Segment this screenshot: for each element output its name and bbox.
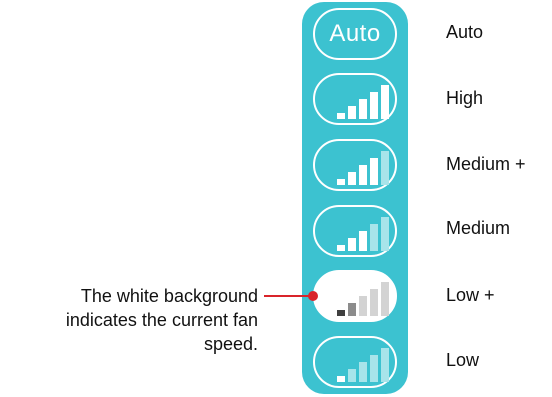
signal-bar (370, 158, 378, 185)
signal-bars-icon (337, 217, 389, 251)
signal-bars-icon (337, 85, 389, 119)
signal-bars-icon (337, 151, 389, 185)
signal-bar (337, 376, 345, 382)
fan-speed-low-button[interactable] (313, 336, 397, 388)
label-high: High (446, 88, 484, 108)
signal-bar (370, 224, 378, 251)
signal-bar (381, 85, 389, 119)
signal-bar (359, 296, 367, 316)
signal-bar (359, 99, 367, 119)
signal-bar (348, 238, 356, 251)
signal-bar (381, 282, 389, 316)
signal-bar (370, 289, 378, 316)
signal-bar (337, 245, 345, 251)
fan-speed-high-button[interactable] (313, 73, 397, 125)
signal-bar (370, 355, 378, 382)
signal-bars-icon (337, 282, 389, 316)
auto-button-text: Auto (329, 20, 381, 47)
signal-bar (337, 179, 345, 185)
signal-bar (348, 369, 356, 382)
annotation-line-2: indicates the current fan (65, 310, 258, 330)
signal-bar (359, 362, 367, 382)
signal-bar (359, 165, 367, 185)
label-low-plus: Low + (446, 285, 495, 305)
fan-speed-medium-button[interactable] (313, 205, 397, 257)
fan-speed-auto-button[interactable]: Auto (313, 8, 397, 60)
signal-bar (337, 310, 345, 316)
signal-bar (348, 106, 356, 119)
label-auto: Auto (446, 22, 484, 42)
signal-bar (348, 303, 356, 316)
signal-bar (381, 151, 389, 185)
annotation-line-3: speed. (203, 334, 258, 354)
annotation-line-1: The white background (80, 286, 258, 306)
signal-bar (370, 92, 378, 119)
signal-bar (337, 113, 345, 119)
label-medium: Medium (446, 218, 511, 238)
signal-bar (381, 217, 389, 251)
fan-speed-panel (302, 2, 408, 394)
signal-bar (348, 172, 356, 185)
signal-bar (381, 348, 389, 382)
label-low: Low (446, 350, 480, 370)
signal-bar (359, 231, 367, 251)
annotation-text: The white background indicates the curre… (0, 284, 258, 356)
signal-bars-icon (337, 348, 389, 382)
fan-speed-medium-plus-button[interactable] (313, 139, 397, 191)
fan-speed-low-plus-button[interactable] (313, 270, 397, 322)
label-medium-plus: Medium + (446, 154, 526, 174)
